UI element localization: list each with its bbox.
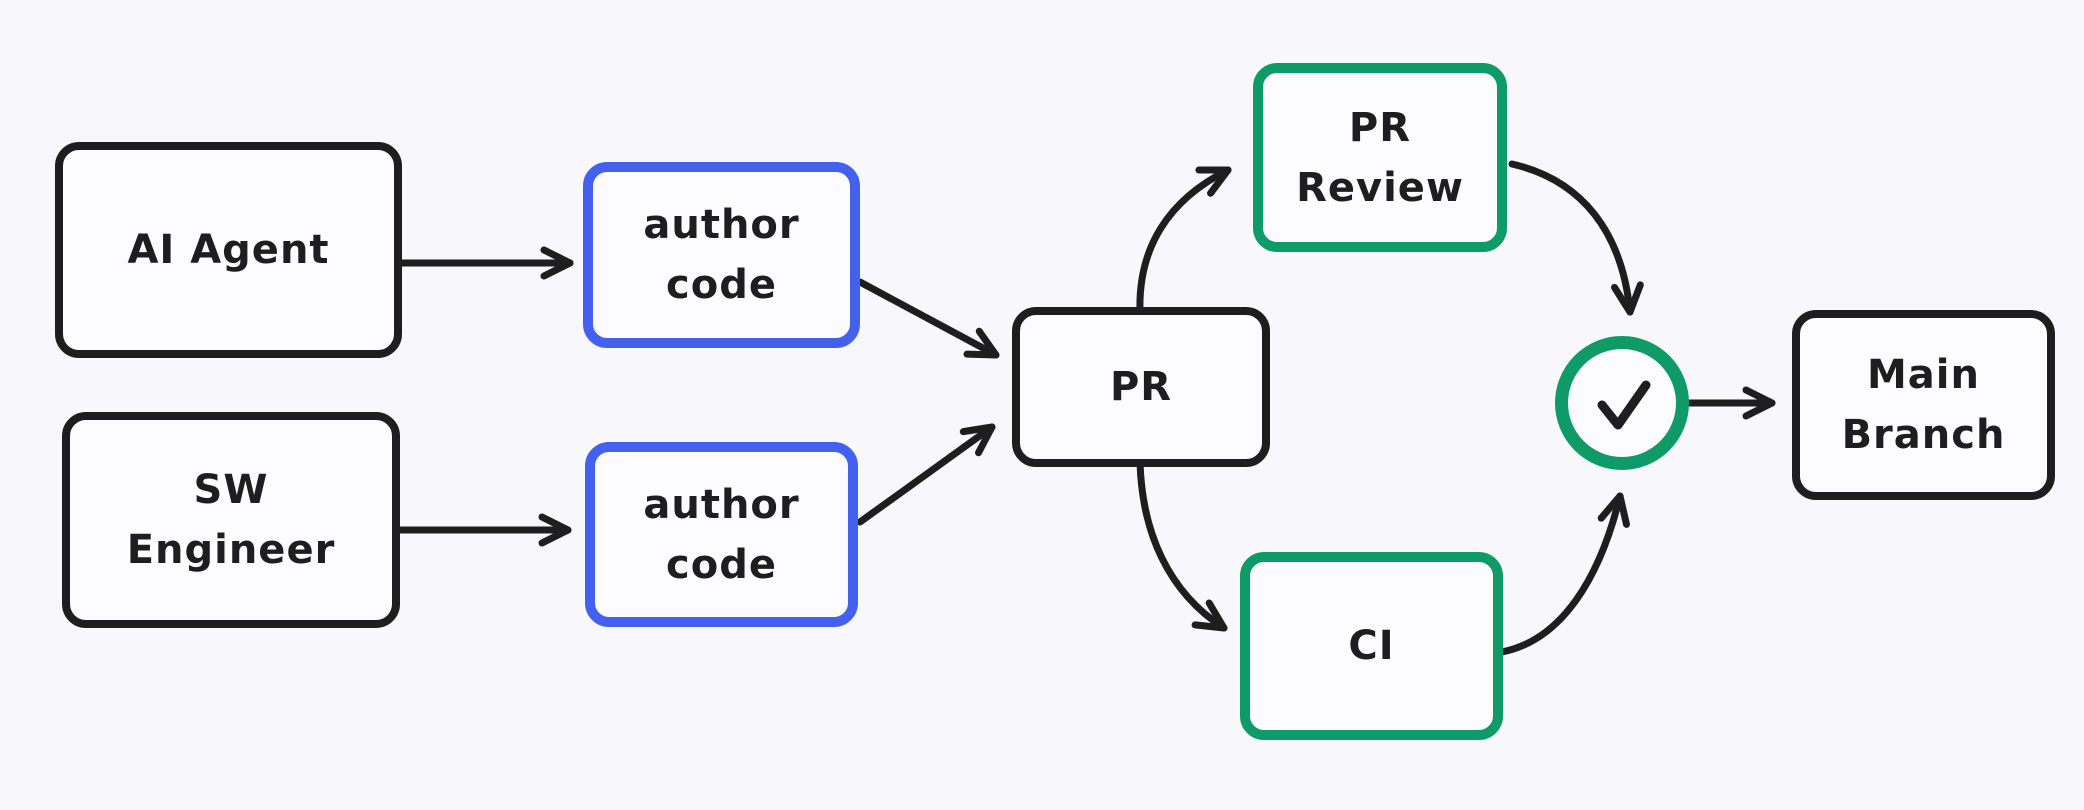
node-author-code-bottom: author code bbox=[585, 442, 858, 627]
node-author-code-top: author code bbox=[583, 162, 860, 348]
arrow-pr-to-ci bbox=[1136, 458, 1228, 632]
node-ci: CI bbox=[1240, 552, 1503, 740]
checkmark-icon bbox=[1597, 380, 1651, 430]
node-author-code-bottom-label: author code bbox=[643, 481, 800, 588]
node-pr-review-label: PR Review bbox=[1296, 104, 1464, 211]
arrow-pr-review-to-check bbox=[1508, 160, 1644, 316]
arrow-pr-to-pr-review bbox=[1136, 166, 1232, 316]
node-author-code-top-label: author code bbox=[643, 202, 800, 308]
arrow-ci-to-check bbox=[1498, 492, 1630, 656]
node-ai-agent: AI Agent bbox=[55, 142, 402, 358]
node-ci-label: CI bbox=[1348, 623, 1395, 669]
node-main-branch: Main Branch bbox=[1792, 310, 2055, 500]
node-pr-review: PR Review bbox=[1253, 63, 1507, 252]
arrow-author-code-bottom-to-pr bbox=[856, 423, 996, 526]
node-ai-agent-label: AI Agent bbox=[127, 227, 330, 273]
node-approved-check bbox=[1555, 336, 1689, 470]
node-pr-label: PR bbox=[1109, 364, 1173, 410]
arrow-author-code-top-to-pr bbox=[856, 278, 1000, 359]
node-sw-engineer: SW Engineer bbox=[62, 412, 400, 628]
node-sw-engineer-label: SW Engineer bbox=[126, 467, 336, 573]
node-pr: PR bbox=[1012, 307, 1270, 467]
node-main-branch-label: Main Branch bbox=[1841, 352, 2006, 458]
